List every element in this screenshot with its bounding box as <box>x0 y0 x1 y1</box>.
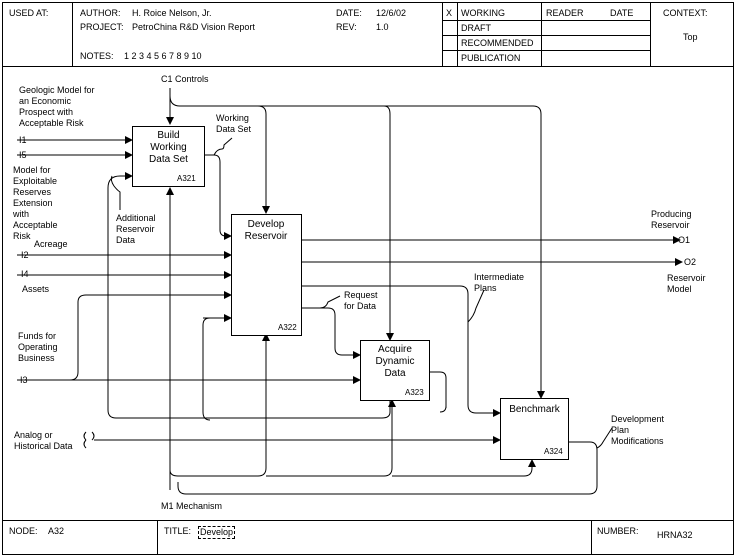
number-value: HRNA32 <box>657 530 693 540</box>
activity-title-a321: Build Working Data Set <box>149 130 188 165</box>
activity-box-a324[interactable]: Benchmark A324 <box>500 398 569 460</box>
status-publication: PUBLICATION <box>461 53 521 63</box>
author-label: AUTHOR: <box>80 8 121 18</box>
input-i4-label: I4 <box>21 269 29 279</box>
status-recommended: RECOMMENDED <box>461 38 534 48</box>
notes-label: NOTES: <box>80 51 114 61</box>
context-value: Top <box>683 32 698 42</box>
input-i1-label: I1 <box>19 135 27 145</box>
input-i3-label: I3 <box>20 375 28 385</box>
date-label: DATE: <box>336 8 362 18</box>
additional-data-label: Additional Reservoir Data <box>116 213 156 245</box>
activity-number-a324: A324 <box>544 447 563 456</box>
project-name: PetroChina R&D Vision Report <box>132 22 255 32</box>
status-working: WORKING <box>461 8 505 18</box>
node-label: NODE: <box>9 526 38 536</box>
activity-number-a322: A322 <box>278 323 297 332</box>
date-value: 12/6/02 <box>376 8 407 18</box>
dev-plan-mod-label: Development Plan Modifications <box>611 414 665 446</box>
activity-box-a322[interactable]: Develop Reservoir A322 <box>231 214 302 336</box>
activity-number-a323: A323 <box>405 388 424 397</box>
activity-title-a323: Acquire Dynamic Data <box>375 344 415 379</box>
node-value: A32 <box>48 526 65 536</box>
context-label: CONTEXT: <box>663 8 708 18</box>
notes-numbers: 1 2 3 4 5 6 7 8 9 10 <box>124 51 202 61</box>
number-label: NUMBER: <box>597 526 639 536</box>
author-name: H. Roice Nelson, Jr. <box>132 8 212 18</box>
analog-data-label: Analog or Historical Data <box>14 430 73 451</box>
geologic-model-label: Geologic Model for an Economic Prospect … <box>19 85 95 128</box>
activity-number-a321: A321 <box>177 174 196 183</box>
output-o2-label: O2 <box>684 257 697 267</box>
working-data-set-label: Working Data Set <box>216 113 252 134</box>
assets-label: Assets <box>22 284 50 294</box>
title-label: TITLE: <box>164 526 192 536</box>
request-data-label: Request for Data <box>344 290 378 311</box>
producing-reservoir-label: Producing Reservoir <box>651 209 692 230</box>
activity-title-a324: Benchmark <box>509 404 560 415</box>
acreage-label: Acreage <box>34 239 68 249</box>
model-reserves-label: Model for Exploitable Reserves Extension… <box>13 165 58 241</box>
status-draft: DRAFT <box>461 23 491 33</box>
reader-date-label: DATE <box>610 8 634 18</box>
reservoir-model-label: Reservoir Model <box>667 273 706 294</box>
used-at-label: USED AT: <box>9 8 49 18</box>
activity-box-a321[interactable]: Build Working Data Set A321 <box>132 126 205 187</box>
reader-label: READER <box>546 8 584 18</box>
activity-title-a322: Develop Reservoir <box>244 219 288 242</box>
activity-box-a323[interactable]: Acquire Dynamic Data A323 <box>360 340 430 401</box>
funds-label: Funds for Operating Business <box>18 331 58 363</box>
rev-label: REV: <box>336 22 357 32</box>
input-i2-label: I2 <box>21 250 29 260</box>
controls-label: C1 Controls <box>161 74 209 84</box>
title-value: Develop <box>198 526 236 539</box>
output-o1-label: O1 <box>678 235 691 245</box>
status-mark: X <box>446 8 453 18</box>
rev-value: 1.0 <box>376 22 389 32</box>
intermediate-plans-label: Intermediate Plans <box>474 272 525 293</box>
mechanism-label: M1 Mechanism <box>161 501 223 511</box>
input-i5-label: I5 <box>19 150 27 160</box>
project-label: PROJECT: <box>80 22 124 32</box>
